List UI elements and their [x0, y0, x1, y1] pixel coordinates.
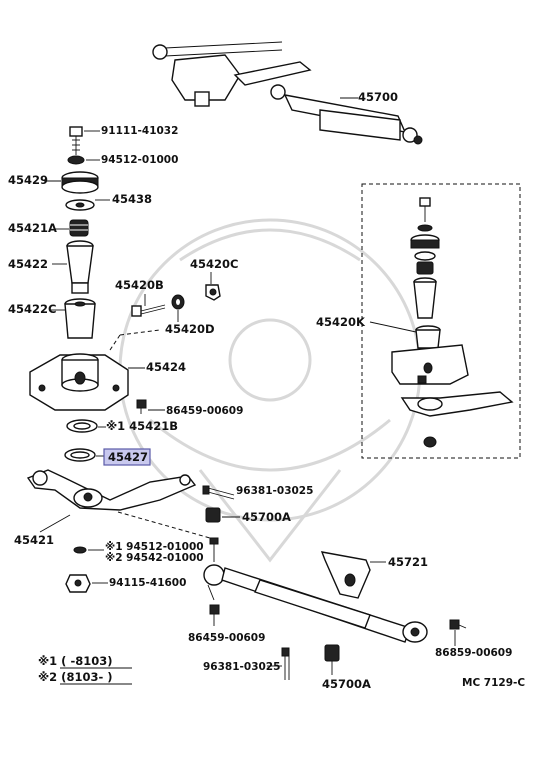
label-86859-00609: 86859-00609 — [435, 647, 512, 659]
label-45700: 45700 — [358, 90, 398, 104]
label-45700A-bottom: 45700A — [322, 677, 371, 691]
watermark-emblem — [118, 218, 422, 563]
legend-note-1: ※1 ( -8103) — [38, 654, 112, 668]
label-45427[interactable]: 45427 — [108, 450, 148, 464]
ring-45427 — [64, 448, 106, 462]
washer-45438 — [65, 199, 110, 211]
label-45420D: 45420D — [165, 322, 215, 336]
label-45429: 45429 — [8, 173, 48, 187]
kit-45420K-parts — [369, 197, 514, 448]
bushing-45700A-bottom — [324, 644, 340, 675]
nut-94115 — [65, 574, 108, 593]
label-45700A-top: 45700A — [242, 510, 291, 524]
tie-rod-bottom — [203, 537, 428, 643]
label-94542-01000: ※2 94542-01000 — [105, 552, 204, 564]
label-45420B: 45420B — [115, 278, 164, 292]
nut-45420D — [171, 294, 185, 322]
label-86459-00609-b: 86459-00609 — [188, 632, 265, 644]
tie-rod-assembly-top — [152, 41, 423, 145]
label-94512-01000-b: ※1 94512-01000 — [105, 541, 204, 553]
bolt-45420B — [131, 294, 166, 317]
bolt-96381-bottom — [267, 647, 290, 680]
label-45424: 45424 — [146, 360, 186, 374]
label-45421: 45421 — [14, 533, 54, 547]
gear-45429 — [44, 171, 99, 194]
label-45438: 45438 — [112, 192, 152, 206]
highlight-box-45427[interactable] — [103, 448, 151, 466]
kit-45420K-box — [361, 183, 521, 459]
bushing-45422 — [52, 240, 94, 294]
catalog-code: MC 7129-C — [462, 677, 525, 689]
label-45421A: 45421A — [8, 221, 57, 235]
label-45422: 45422 — [8, 257, 48, 271]
bushing-45422C — [50, 298, 96, 339]
spring-45421A — [55, 219, 89, 237]
fitting-86459 — [136, 399, 165, 414]
arm-45421 — [26, 469, 197, 533]
bracket-45424 — [29, 329, 161, 411]
bolt-91111 — [69, 126, 100, 155]
label-45721: 45721 — [388, 555, 428, 569]
leader-dash-1 — [117, 511, 211, 539]
label-45422C: 45422C — [8, 302, 56, 316]
label-96381-03025-top: 96381-03025 — [236, 485, 313, 497]
washer-94512 — [67, 155, 100, 165]
label-45420C: 45420C — [190, 257, 238, 271]
bushing-45700A-top — [205, 507, 240, 523]
legend: ※1 ( -8103) ※2 (8103- ) — [38, 654, 132, 685]
label-94115-41600: 94115-41600 — [109, 577, 186, 589]
label-45420K: 45420K — [316, 315, 366, 329]
label-45421B: ※1 45421B — [106, 419, 178, 433]
fitting-86859 — [449, 619, 467, 646]
bolt-96381-top — [202, 485, 235, 500]
label-96381-03025-bottom: 96381-03025 — [203, 661, 280, 673]
label-86459-00609-a: 86459-00609 — [166, 405, 243, 417]
label-94512-01000-top: 94512-01000 — [101, 154, 178, 166]
seal-45421B — [66, 419, 106, 433]
cap-45420C — [205, 272, 221, 301]
label-91111-41032: 91111-41032 — [101, 125, 178, 137]
fitting-86459-b — [209, 604, 220, 626]
legend-note-2: ※2 (8103- ) — [38, 670, 112, 684]
bracket-45721 — [320, 551, 386, 599]
washers-94512-94542 — [73, 546, 104, 554]
